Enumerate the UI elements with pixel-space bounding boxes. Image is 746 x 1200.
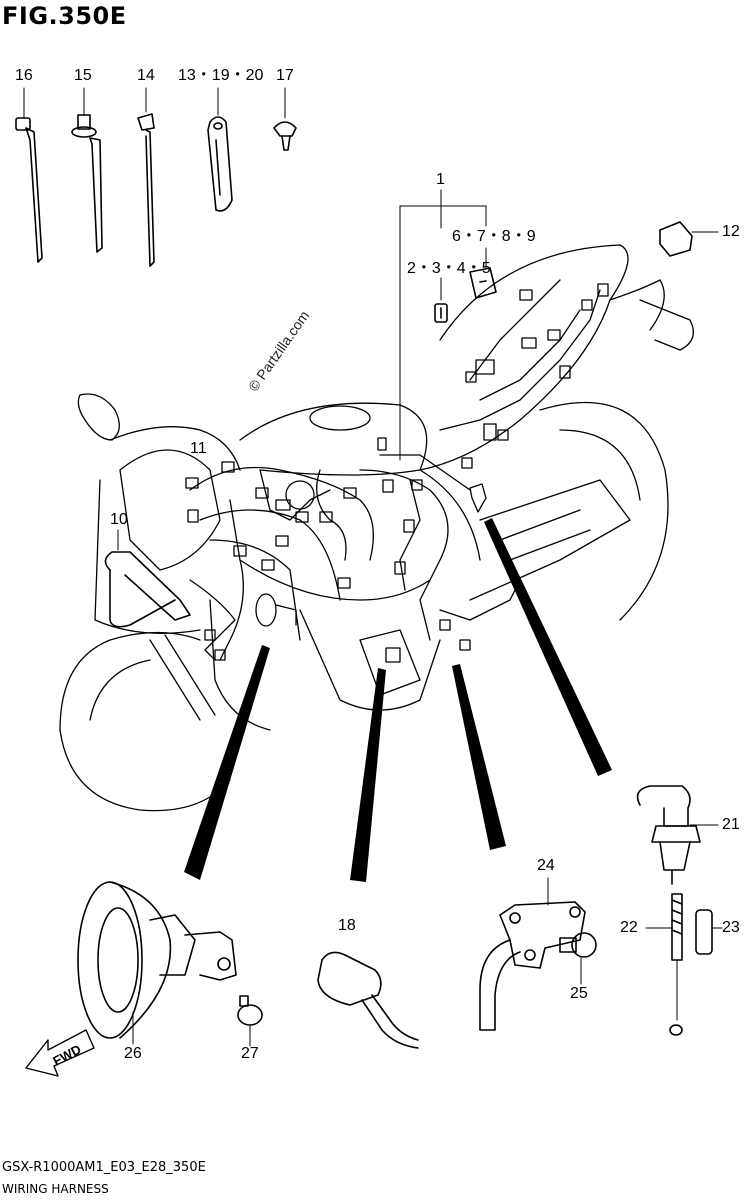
part-10-harness-loop bbox=[104, 529, 191, 628]
callout-21: 21 bbox=[722, 816, 740, 833]
part-relay bbox=[469, 267, 497, 299]
callout-14: 14 bbox=[137, 67, 155, 84]
motorcycle-outline bbox=[59, 244, 694, 812]
figure-title: FIG.350E bbox=[2, 2, 127, 30]
callout-15: 15 bbox=[74, 67, 92, 84]
part-16-cable-tie-clip bbox=[15, 87, 43, 263]
diagram-code: GSX-R1000AM1_E03_E28_350E bbox=[2, 1160, 206, 1175]
part-12-connector bbox=[659, 221, 719, 257]
callout-26: 26 bbox=[124, 1045, 142, 1062]
part-22-stud bbox=[645, 893, 683, 1036]
callout-17: 17 bbox=[276, 67, 294, 84]
callout-16: 16 bbox=[15, 67, 33, 84]
callout-24: 24 bbox=[537, 857, 555, 874]
part-21-sensor bbox=[636, 785, 719, 885]
callout-27: 27 bbox=[241, 1045, 259, 1062]
part-1-leader bbox=[399, 189, 487, 461]
leader-wedges bbox=[184, 518, 612, 882]
part-11-main-harness bbox=[185, 279, 609, 663]
callout-1: 1 bbox=[436, 171, 445, 188]
callout-22: 22 bbox=[620, 919, 638, 936]
callout-18: 18 bbox=[338, 917, 356, 934]
part-26-horn bbox=[77, 881, 237, 1045]
callout-23: 23 bbox=[722, 919, 740, 936]
part-25-bolt bbox=[559, 932, 597, 985]
part-fuse bbox=[434, 303, 448, 323]
callout-13-19-20: 13・19・20 bbox=[178, 67, 264, 84]
part-24-bracket bbox=[479, 877, 586, 1031]
callout-12: 12 bbox=[722, 223, 740, 240]
part-27-screw bbox=[237, 995, 263, 1047]
part-18-connector-plug bbox=[317, 951, 419, 1049]
callout-25: 25 bbox=[570, 985, 588, 1002]
callout-11: 11 bbox=[190, 440, 207, 457]
callout-6-7-8-9: 6・7・8・9 bbox=[452, 228, 536, 245]
part-13-clamp bbox=[207, 87, 233, 212]
fwd-arrow-icon bbox=[25, 1029, 95, 1077]
part-14-cable-tie bbox=[137, 87, 155, 267]
part-23-spacer bbox=[695, 909, 723, 955]
part-17-clip bbox=[273, 87, 297, 151]
callout-2-3-4-5: 2・3・4・5 bbox=[407, 260, 491, 277]
diagram-name: WIRING HARNESS bbox=[2, 1182, 109, 1196]
callout-10: 10 bbox=[110, 511, 128, 528]
part-15-cable-tie-bolt bbox=[71, 87, 103, 253]
